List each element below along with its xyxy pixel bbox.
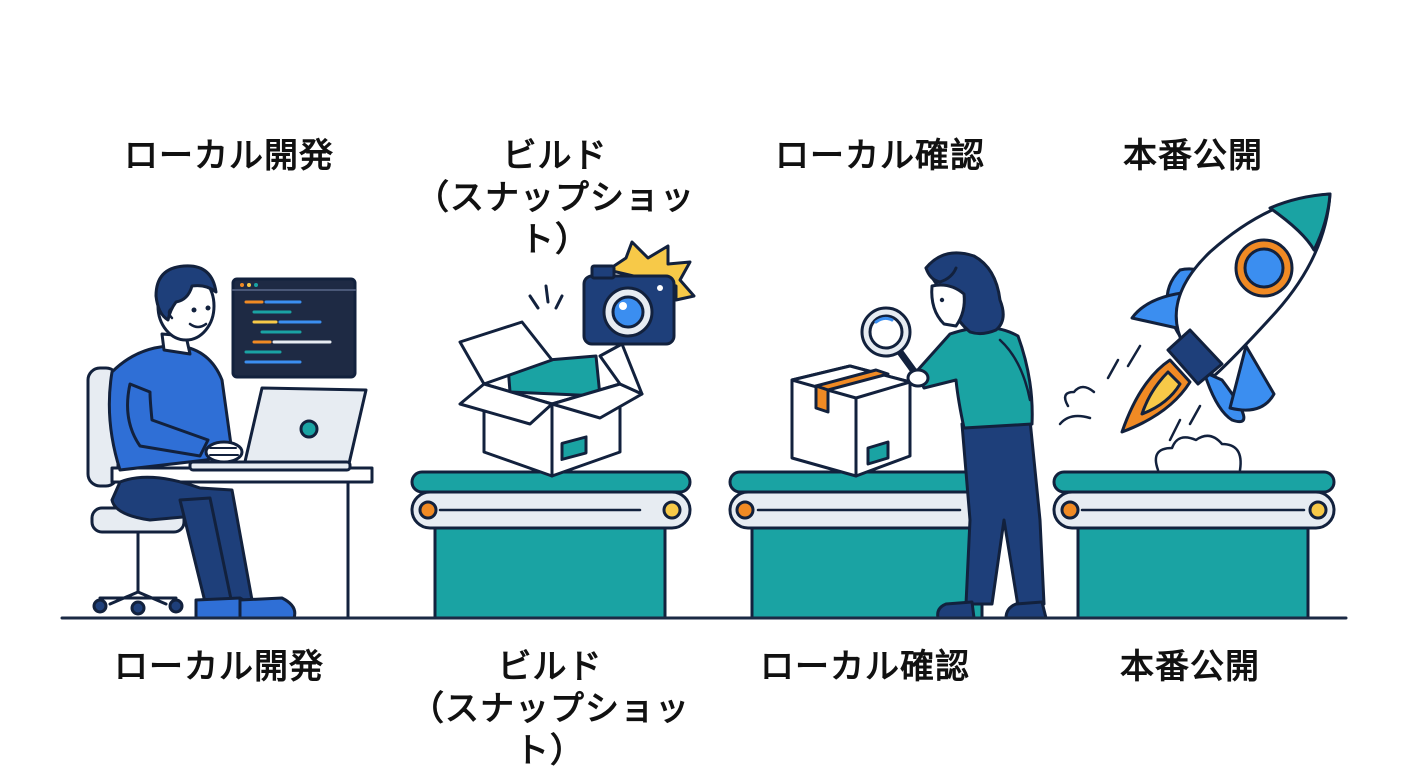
step-label-bottom-build: ビルド （スナップショット） bbox=[385, 646, 715, 772]
open-box-icon bbox=[458, 320, 644, 478]
step-label-bottom-local-dev: ローカル開発 bbox=[54, 646, 384, 688]
inspector-with-magnifier-icon bbox=[790, 251, 1048, 620]
rocket-launch-icon bbox=[1058, 192, 1332, 472]
box-and-camera-icon bbox=[458, 240, 696, 478]
developer-at-laptop-icon bbox=[86, 264, 374, 620]
label-line: ローカル開発 bbox=[114, 647, 324, 687]
label-line: （スナップショット） bbox=[410, 689, 690, 771]
step-label-bottom-local-check: ローカル確認 bbox=[700, 646, 1030, 688]
step-label-top-local-dev: ローカル開発 bbox=[64, 135, 394, 177]
label-line: ビルド bbox=[502, 136, 608, 176]
code-monitor-icon bbox=[231, 277, 357, 379]
magnifier-icon bbox=[860, 306, 920, 378]
label-line: ローカル確認 bbox=[760, 647, 970, 687]
laptop-icon bbox=[188, 386, 368, 472]
step-label-top-production: 本番公開 bbox=[1028, 135, 1358, 177]
conveyor-belt-icon bbox=[410, 470, 692, 620]
step-label-top-build: ビルド （スナップショット） bbox=[390, 135, 720, 261]
label-line: 本番公開 bbox=[1123, 136, 1263, 176]
label-line: ローカル開発 bbox=[124, 136, 334, 176]
camera-icon bbox=[582, 240, 696, 346]
label-line: ビルド bbox=[497, 647, 603, 687]
step-label-bottom-production: 本番公開 bbox=[1025, 646, 1355, 688]
step-label-top-local-check: ローカル確認 bbox=[715, 135, 1045, 177]
label-line: （スナップショット） bbox=[415, 178, 695, 260]
label-line: 本番公開 bbox=[1120, 647, 1260, 687]
label-line: ローカル確認 bbox=[775, 136, 985, 176]
conveyor-belt-icon bbox=[1052, 470, 1336, 620]
closed-box-icon bbox=[790, 364, 912, 478]
